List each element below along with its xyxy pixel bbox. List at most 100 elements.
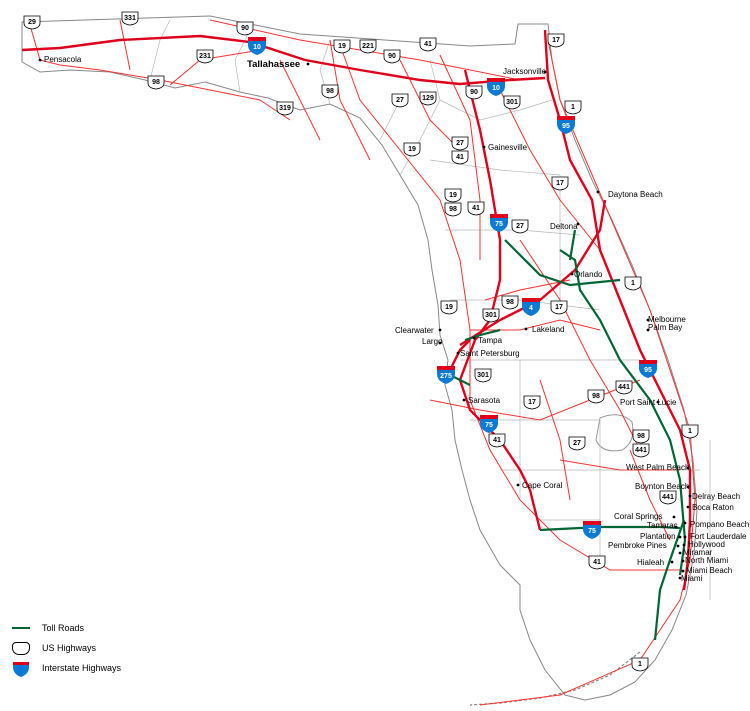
city-label: Coral Springs bbox=[614, 512, 662, 521]
us-shield-icon bbox=[196, 49, 214, 64]
us-highway bbox=[399, 59, 461, 151]
interstate-number: 75 bbox=[485, 422, 493, 429]
county-line bbox=[439, 99, 553, 121]
city: Melbourne bbox=[646, 315, 686, 324]
interstate-shield: 75 bbox=[490, 214, 508, 232]
us-shield-icon bbox=[440, 300, 458, 315]
city-label: Largo bbox=[422, 337, 443, 346]
city-label: Cape Coral bbox=[522, 481, 563, 490]
us-shield-icon bbox=[632, 443, 650, 458]
city: Saint Petersburg bbox=[456, 349, 520, 358]
state-land bbox=[21, 15, 698, 706]
us-shield-number: 98 bbox=[449, 206, 457, 213]
city: Orlando bbox=[570, 270, 603, 279]
us-shield-icon bbox=[276, 101, 294, 116]
us-highway bbox=[559, 459, 680, 471]
us-highway bbox=[279, 59, 321, 141]
us-highway-shield: 98 bbox=[501, 295, 519, 310]
city: Boca Raton bbox=[686, 503, 734, 512]
us-highway-shield: 27 bbox=[568, 436, 586, 451]
interstate-number: 75 bbox=[588, 528, 596, 535]
city: Coral Springs bbox=[614, 512, 676, 521]
city-dot bbox=[686, 505, 690, 509]
us-shield-icon bbox=[8, 641, 34, 655]
us-highway-shield: 17 bbox=[551, 176, 569, 191]
city: Tampa bbox=[472, 336, 503, 345]
us-shield-number: 27 bbox=[573, 440, 581, 447]
us-highway-shield: 221 bbox=[359, 39, 377, 54]
interstate-shield-icon bbox=[583, 521, 601, 539]
city: Delray Beach bbox=[688, 492, 740, 501]
us-shield-number: 301 bbox=[506, 99, 518, 106]
us-shield-icon bbox=[551, 176, 569, 191]
us-shield-icon bbox=[588, 555, 606, 570]
us-highway-shield: 19 bbox=[403, 142, 421, 157]
us-shield-number: 1 bbox=[631, 280, 635, 287]
us-shield-number: 41 bbox=[424, 41, 432, 48]
us-shield-icon bbox=[147, 75, 165, 90]
city: Pensacola bbox=[38, 55, 82, 64]
city-dot bbox=[686, 485, 690, 489]
city-label: Pembroke Pines bbox=[608, 541, 667, 550]
city-dot bbox=[646, 328, 650, 332]
us-highway-shield: 17 bbox=[547, 33, 565, 48]
us-highway-shield: 441 bbox=[615, 380, 633, 395]
us-highway bbox=[209, 19, 521, 81]
us-shield-number: 17 bbox=[555, 304, 563, 311]
city-dot bbox=[674, 525, 678, 529]
city-dot bbox=[456, 351, 460, 355]
city: Lakeland bbox=[524, 325, 564, 334]
city-dot bbox=[516, 483, 520, 487]
city-label: Miami Beach bbox=[686, 566, 732, 575]
us-shield-icon bbox=[451, 150, 469, 165]
city: North Miami bbox=[681, 556, 728, 565]
us-highway-shield: 27 bbox=[511, 219, 529, 234]
city: Boynton Beach bbox=[635, 482, 690, 491]
city-label: Port Saint Lucie bbox=[620, 398, 677, 407]
us-highway-shield: 17 bbox=[523, 395, 541, 410]
toll-road bbox=[653, 519, 686, 641]
us-highway bbox=[99, 69, 261, 101]
us-shield-number: 1 bbox=[571, 104, 575, 111]
city-label: Clearwater bbox=[395, 326, 434, 335]
city-dot bbox=[678, 576, 682, 580]
us-shield-icon bbox=[568, 436, 586, 451]
legend-interstate-label: Interstate Highways bbox=[42, 663, 122, 673]
toll-road bbox=[539, 525, 681, 532]
us-shield-icon bbox=[587, 389, 605, 404]
us-shield-number: 90 bbox=[470, 89, 478, 96]
city-label: Miami bbox=[681, 574, 703, 583]
us-highway-shield: 1 bbox=[631, 657, 649, 672]
us-shield-icon bbox=[333, 39, 351, 54]
us-shield-number: 17 bbox=[528, 399, 536, 406]
us-highway-shield: 27 bbox=[451, 136, 469, 151]
us-highway-shield: 41 bbox=[451, 150, 469, 165]
city-label: Plantation bbox=[640, 532, 676, 541]
us-shield-number: 19 bbox=[408, 146, 416, 153]
us-shield-icon bbox=[419, 37, 437, 52]
us-highway bbox=[429, 379, 641, 421]
us-shield-icon bbox=[523, 395, 541, 410]
us-highway-shield: 331 bbox=[121, 11, 139, 26]
city: Miami Beach bbox=[681, 566, 732, 575]
interstate-shield-icon bbox=[557, 116, 575, 134]
city: Jacksonville bbox=[503, 67, 547, 76]
us-highway-shield: 1 bbox=[681, 424, 699, 439]
legend-us: US Highways bbox=[8, 638, 121, 658]
us-highway bbox=[29, 24, 101, 71]
us-shield-icon bbox=[419, 91, 437, 106]
us-highway-shield: 1 bbox=[624, 276, 642, 291]
city-dot bbox=[683, 535, 687, 539]
us-shield-icon bbox=[359, 39, 377, 54]
interstate-number: 10 bbox=[253, 44, 261, 51]
city: Sarasota bbox=[462, 396, 501, 405]
city-label: West Palm Beach bbox=[626, 463, 689, 472]
us-shield-number: 27 bbox=[456, 140, 464, 147]
us-shield-number: 98 bbox=[506, 299, 514, 306]
us-highway-shield: 90 bbox=[465, 85, 483, 100]
interstate-number: 95 bbox=[562, 123, 570, 130]
city-dot bbox=[543, 70, 547, 74]
city-dot bbox=[678, 551, 682, 555]
county-line bbox=[450, 299, 601, 311]
